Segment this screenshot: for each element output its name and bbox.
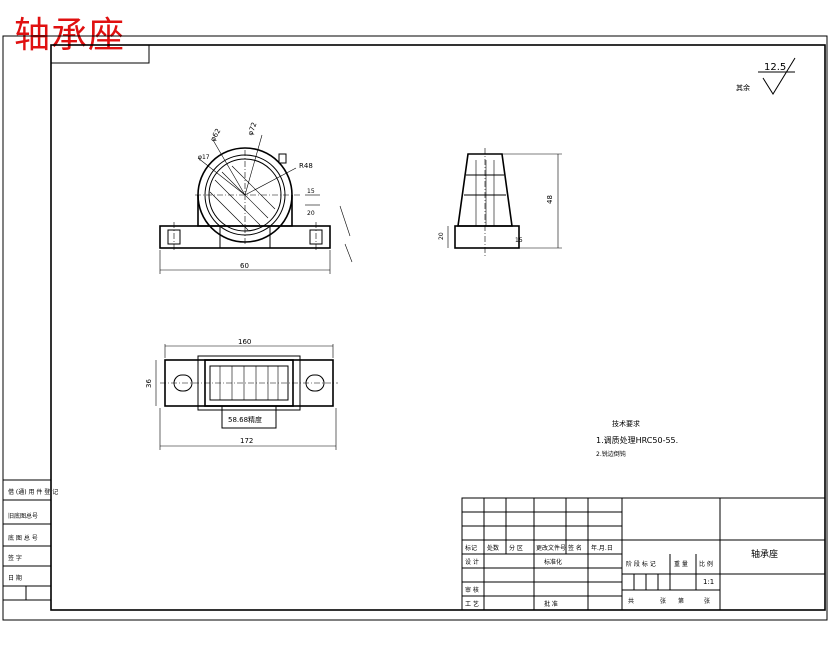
dim-phi17: φ17 [198,154,210,161]
dim-top-160: 160 [238,338,251,346]
tb-mark: 标记 [465,544,477,552]
dim-front-15: 15 [307,188,315,195]
roughness-label: 其余 [736,83,750,92]
tb-approve: 批 准 [544,600,558,608]
notes-heading: 技术要求 [612,419,640,428]
tb-sheets-total: 共 [628,597,634,605]
dim-top-center: 58.68精度 [228,415,262,424]
left-strip-4: 签 字 [8,554,22,562]
left-strip-table: 借 (通) 用 件 登 记 旧底图总号 底 图 总 号 签 字 日 期 [2,479,58,601]
tb-sheet-2: 张 [704,597,710,605]
dim-r48: R48 [299,162,313,170]
dim-top-172: 172 [240,437,253,445]
title-block: 标记 处数 分 区 更改文件号 签 名 年.月.日 设 计 标准化 审 核 工 … [461,497,826,611]
tb-sheet-no: 第 [678,597,684,605]
dim-phi72: φ72 [246,121,258,136]
left-strip-1: 借 (通) 用 件 登 记 [8,488,58,496]
tb-change-doc: 更改文件号 [536,544,566,552]
top-left-code-box [50,44,150,64]
left-strip-2: 旧底图总号 [8,512,38,520]
dim-side-height: 48 [546,195,554,204]
dim-side-width: 20 [438,232,445,240]
technical-notes: 技术要求 1.调质处理HRC50-55. 2.锐边倒钝 [596,419,678,458]
notes-line-2: 2.锐边倒钝 [596,450,626,458]
tb-scale-label: 比 例 [699,560,713,568]
tb-designer: 设 计 [465,558,479,566]
outer-border [2,35,828,621]
tb-scale: 1:1 [703,578,714,586]
tb-checker: 审 核 [465,586,479,594]
tb-signature: 签 名 [568,544,582,552]
tb-process: 工 艺 [465,600,479,608]
tb-stage: 阶 段 标 记 [626,560,656,568]
dim-front-20: 20 [307,210,315,217]
top-view: 160 172 36 58.68精度 [145,338,338,450]
inner-border [50,44,826,611]
front-view: 60 φ72 φ62 φ17 R48 15 20 [159,121,353,274]
dim-front-width: 60 [240,262,249,270]
side-view: 48 20 15 [438,148,562,256]
roughness-symbol: 12.5 其余 [736,57,796,95]
tb-sheet: 张 [660,597,666,605]
tb-zone: 分 区 [509,544,523,552]
roughness-value: 12.5 [764,62,786,73]
dim-top-36: 36 [145,379,153,388]
dim-side-15: 15 [515,237,523,244]
notes-line-1: 1.调质处理HRC50-55. [596,435,678,445]
tb-weight: 重 量 [674,560,688,568]
tb-count: 处数 [487,544,499,552]
tb-standardization: 标准化 [544,558,562,566]
tb-part-name: 轴承座 [751,548,778,560]
left-strip-5: 日 期 [8,574,22,582]
dim-phi62: φ62 [209,127,223,143]
left-strip-3: 底 图 总 号 [8,534,38,542]
tb-date: 年.月.日 [591,544,613,552]
